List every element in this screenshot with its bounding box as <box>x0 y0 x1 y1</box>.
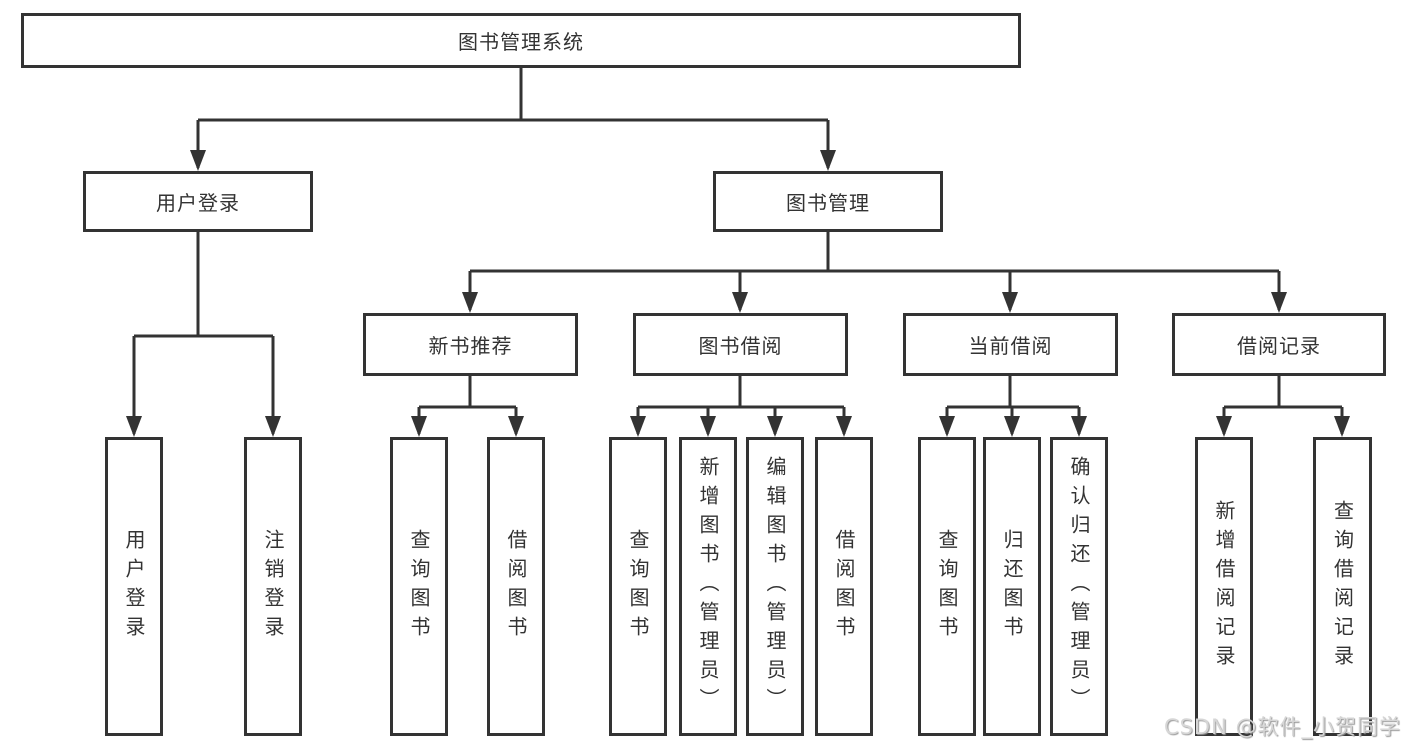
arrow-down-icon <box>630 416 646 437</box>
node-book-borrow: 图书借阅 <box>633 313 848 376</box>
csdn-watermark: CSDN @软件_小贺同学 <box>1163 715 1401 739</box>
node-label: 确认归还（管理员） <box>1067 456 1091 717</box>
arrowhead-icons <box>126 150 1350 437</box>
node-label: 新书推荐 <box>428 334 513 358</box>
arrow-down-icon <box>1071 416 1087 437</box>
leaf-edit-books-admin: 编辑图书（管理员） <box>746 437 804 736</box>
node-label: 查询借阅记录 <box>1330 499 1355 674</box>
arrow-down-icon <box>1216 416 1232 437</box>
node-label: 用户登录 <box>122 528 146 645</box>
arrow-down-icon <box>508 416 524 437</box>
node-new-book-recommend: 新书推荐 <box>363 313 578 376</box>
leaf-query-books-borrow: 查询图书 <box>609 437 667 736</box>
arrow-down-icon <box>1004 416 1020 437</box>
arrow-down-icon <box>820 150 836 171</box>
leaf-add-books-admin: 新增图书（管理员） <box>679 437 737 736</box>
leaf-logout: 注销登录 <box>244 437 302 736</box>
arrow-down-icon <box>1002 292 1018 313</box>
node-book-management: 图书管理 <box>713 171 943 232</box>
arrow-down-icon <box>265 416 281 437</box>
node-borrow-records: 借阅记录 <box>1172 313 1386 376</box>
node-label: 归还图书 <box>1000 528 1024 645</box>
arrow-down-icon <box>1334 416 1350 437</box>
leaf-user-login: 用户登录 <box>105 437 163 736</box>
node-label: 用户登录 <box>156 191 240 215</box>
arrow-down-icon <box>732 292 748 313</box>
node-label: 新增图书（管理员） <box>696 456 720 717</box>
node-label: 借阅图书 <box>504 528 528 645</box>
node-label: 借阅记录 <box>1237 334 1321 358</box>
leaf-return-books: 归还图书 <box>983 437 1041 736</box>
leaf-query-borrow-record: 查询借阅记录 <box>1313 437 1372 736</box>
node-label: 新增借阅记录 <box>1212 499 1236 674</box>
node-root-library-system: 图书管理系统 <box>21 13 1021 68</box>
arrow-down-icon <box>190 150 206 171</box>
arrow-down-icon <box>411 416 427 437</box>
node-label: 图书管理系统 <box>458 30 584 54</box>
node-label: 查询图书 <box>407 528 431 645</box>
arrow-down-icon <box>462 292 478 313</box>
node-user-login: 用户登录 <box>83 171 313 232</box>
leaf-borrow-books-recommend: 借阅图书 <box>487 437 545 736</box>
arrow-down-icon <box>126 416 142 437</box>
leaf-borrow-books: 借阅图书 <box>815 437 873 736</box>
node-label: 注销登录 <box>261 528 285 645</box>
arrow-down-icon <box>1271 292 1287 313</box>
leaf-query-books-current: 查询图书 <box>918 437 976 736</box>
leaf-confirm-return-admin: 确认归还（管理员） <box>1050 437 1108 736</box>
node-label: 编辑图书（管理员） <box>763 456 787 717</box>
node-current-borrow: 当前借阅 <box>903 313 1118 376</box>
arrow-down-icon <box>836 416 852 437</box>
leaf-add-borrow-record: 新增借阅记录 <box>1195 437 1253 736</box>
connector-paths <box>132 68 1344 434</box>
node-label: 查询图书 <box>935 528 959 645</box>
node-label: 图书管理 <box>786 191 870 215</box>
arrow-down-icon <box>700 416 716 437</box>
node-label: 图书借阅 <box>698 334 783 358</box>
node-label: 借阅图书 <box>832 528 856 645</box>
node-label: 当前借阅 <box>968 334 1053 358</box>
leaf-query-books-recommend: 查询图书 <box>390 437 448 736</box>
node-label: 查询图书 <box>626 528 650 645</box>
arrow-down-icon <box>939 416 955 437</box>
arrow-down-icon <box>767 416 783 437</box>
